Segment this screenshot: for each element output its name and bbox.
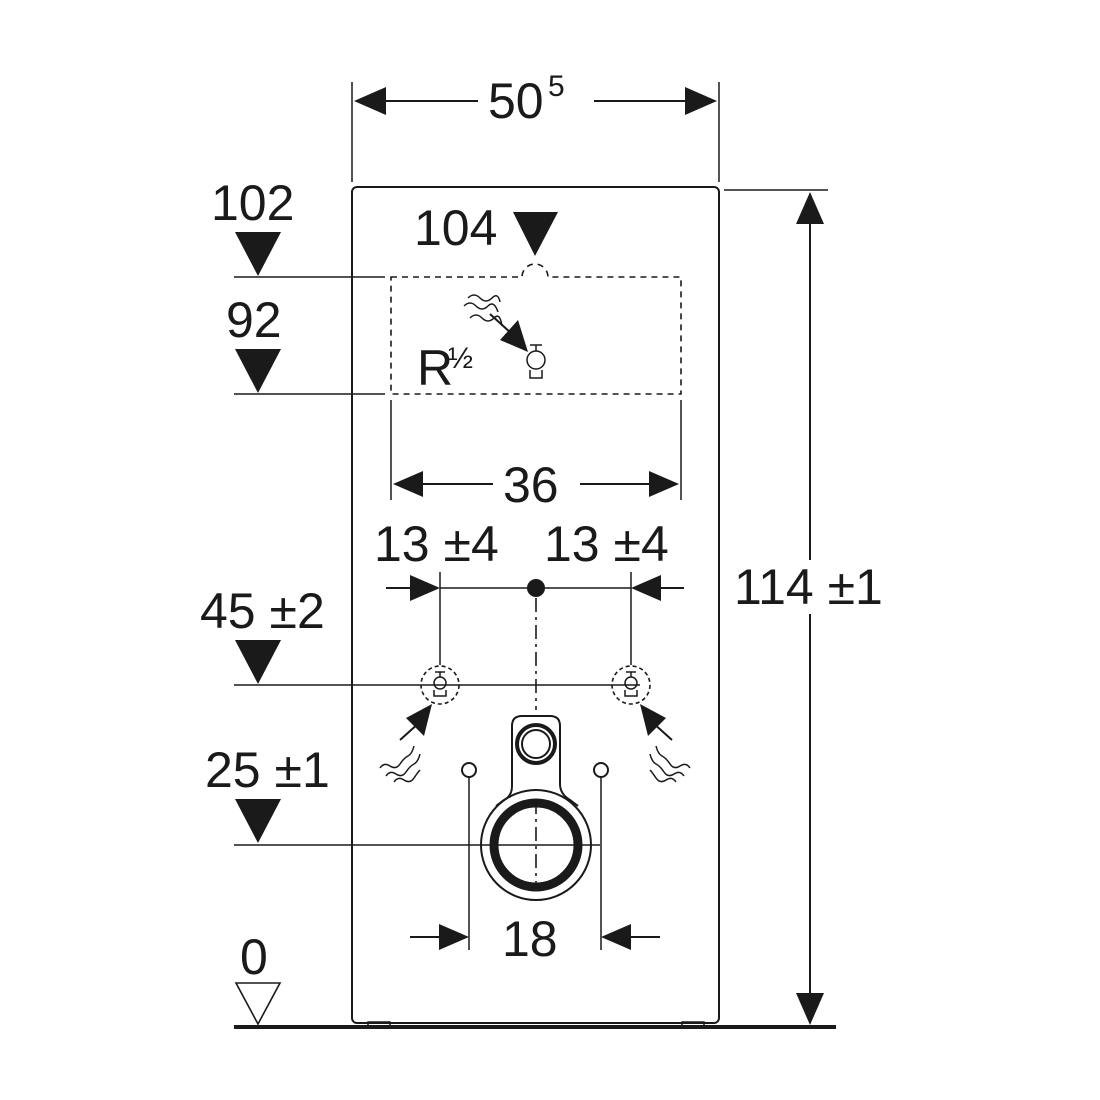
level-92-label: 92: [226, 292, 282, 348]
floor-level-marker-icon: [234, 982, 282, 1026]
arrowhead-right-icon: [685, 87, 717, 115]
arrowhead-left-icon: [354, 87, 386, 115]
fixing-bolt-left-icon: [461, 762, 477, 778]
level-marker-icon: [513, 212, 558, 256]
level-102: 102: [211, 175, 385, 278]
level-25: 25 ±1: [205, 742, 600, 846]
arrowhead-right-icon: [649, 471, 679, 497]
water-wave-icon: [467, 294, 501, 303]
valve-left-icon: [420, 665, 460, 705]
thread-label: R: [417, 340, 453, 396]
level-45: 45 ±2: [200, 583, 640, 686]
arrowhead-up-icon: [796, 192, 824, 224]
valve-icon: [526, 344, 546, 379]
fixing-bolt-right-icon: [593, 762, 609, 778]
center-point: [527, 579, 545, 597]
level-marker-icon: [235, 640, 281, 684]
arrowhead-left-icon: [393, 471, 423, 497]
level-marker-icon: [235, 349, 281, 393]
water-wave-icon: [463, 302, 499, 313]
level-0-label: 0: [240, 929, 268, 985]
supply-arrow-shaft: [489, 313, 513, 335]
arrowhead-left-icon: [631, 575, 661, 601]
level-92: 92: [226, 292, 385, 395]
level-0: 0: [234, 929, 282, 1026]
thread-fraction: ½: [448, 342, 473, 375]
level-marker-icon: [235, 232, 281, 276]
level-104: 104: [414, 200, 558, 256]
fixing-spacing-dimension: 18: [410, 911, 660, 967]
supply-right-offset-label: 13 ±4: [544, 516, 669, 572]
water-inflow-right-icon: [640, 704, 691, 783]
valve-right-icon: [611, 665, 651, 705]
height-dimension: 114 ±1: [724, 189, 883, 1025]
level-104-label: 104: [414, 200, 497, 256]
level-marker-icon: [235, 799, 281, 843]
flush-plate-outline: [390, 263, 682, 395]
supply-left-offset-label: 13 ±4: [374, 516, 499, 572]
arrowhead-right-icon: [439, 924, 469, 950]
level-25-label: 25 ±1: [205, 742, 330, 798]
level-45-label: 45 ±2: [200, 583, 325, 639]
width-dimension: 50 5: [351, 70, 720, 182]
flush-spacing-label: 36: [503, 457, 559, 513]
level-102-label: 102: [211, 175, 294, 231]
supply-offset-dimensions: 13 ±4 13 ±4: [374, 516, 684, 665]
water-inflow-left-icon: [379, 704, 432, 783]
arrowhead-left-icon: [601, 924, 631, 950]
height-label: 114 ±1: [734, 559, 883, 615]
width-label: 50: [488, 73, 544, 129]
fixing-spacing-label: 18: [502, 911, 558, 967]
water-supply-connection: R ½: [417, 294, 546, 396]
water-wave-icon: [469, 314, 503, 327]
installation-frame: [351, 186, 720, 1024]
arrowhead-down-icon: [796, 993, 824, 1025]
arrowhead-right-icon: [410, 575, 440, 601]
supply-arrow-icon: [500, 320, 528, 352]
flush-spacing-dimension: 36: [390, 400, 682, 513]
width-label-superscript: 5: [548, 70, 565, 103]
